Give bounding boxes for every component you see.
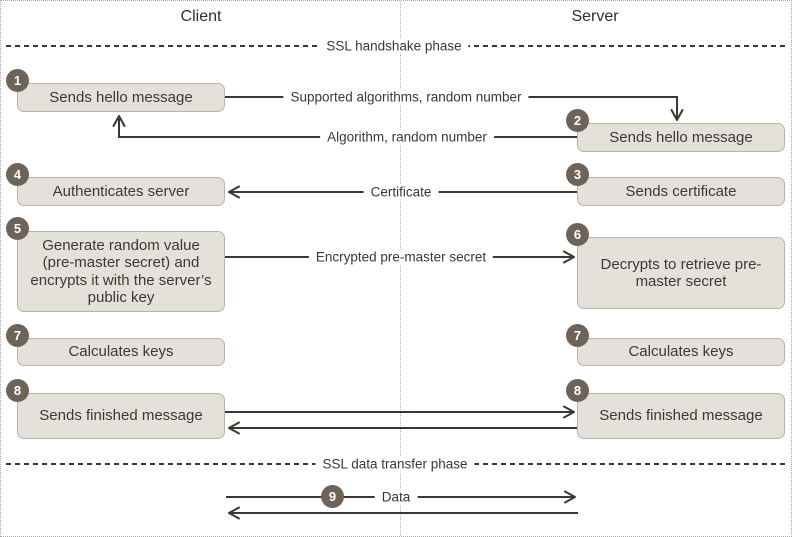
step-number-badge-2: 2 [566,109,589,132]
step-number-badge-4: 4 [6,163,29,186]
step-box-sends-certificate: 3 Sends certificate [566,163,785,206]
handshake-phase-label: SSL handshake phase [319,38,469,54]
step-label: Authenticates server [52,182,190,200]
step-box-server-hello: 2 Sends hello message [566,109,785,152]
server-column-header: Server [571,8,619,25]
step-number-badge-7-server: 7 [566,324,589,347]
step-box-server-finished: 8 Sends finished message [566,379,785,439]
label-data: Data [374,489,418,505]
label-certificate: Certificate [363,184,439,200]
step-label: Decrypts to retrieve pre-master secret [600,255,762,290]
data-phase-label: SSL data transfer phase [315,456,475,472]
step-box-server-calculates-keys: 7 Calculates keys [566,324,785,366]
step-label: Sends hello message [49,88,193,106]
step-box-generate-premaster: 5 Generate random value (pre-master secr… [6,217,225,312]
step-number-badge-1: 1 [6,69,29,92]
step-number-badge-5: 5 [6,217,29,240]
column-divider [400,1,401,536]
label-supported-algorithms: Supported algorithms, random number [283,89,529,105]
client-column-header: Client [180,8,222,25]
step-label: Sends finished message [599,407,763,425]
step-number-badge-6: 6 [566,223,589,246]
step-number-badge-8-server: 8 [566,379,589,402]
step-label: Sends finished message [39,407,203,425]
step-number-badge-7-client: 7 [6,324,29,347]
step-box-decrypts-premaster: 6 Decrypts to retrieve pre-master secret [566,223,785,309]
label-encrypted-premaster: Encrypted pre-master secret [308,249,494,265]
step-number-badge-3: 3 [566,163,589,186]
step-label: Sends hello message [609,128,753,146]
label-algorithm-random: Algorithm, random number [320,129,494,145]
step-box-client-finished: 8 Sends finished message [6,379,225,439]
step-label: Calculates keys [628,343,734,361]
step-box-authenticates-server: 4 Authenticates server [6,163,225,206]
step-label: Generate random value (pre-master secret… [30,236,212,306]
step-label: Sends certificate [625,182,737,200]
step-box-client-calculates-keys: 7 Calculates keys [6,324,225,366]
step-number-badge-8-client: 8 [6,379,29,402]
step-number-badge-9: 9 [321,485,344,508]
step-box-client-hello: 1 Sends hello message [6,69,225,112]
step-label: Calculates keys [68,343,174,361]
